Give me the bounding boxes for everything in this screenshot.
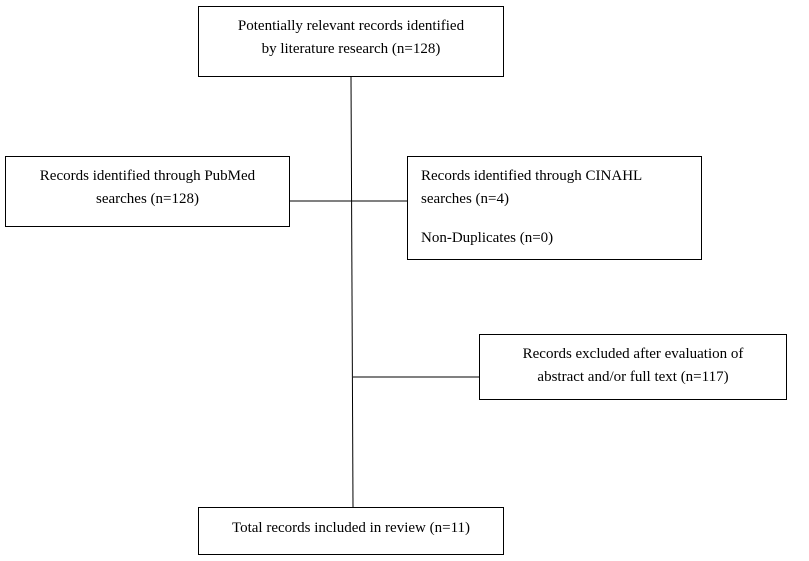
pubmed-records-line-2: searches (n=128) <box>95 191 199 207</box>
total-included-line: Total records included in review (n=11) <box>231 520 471 536</box>
cinahl-records-box: Records identified through CINAHL search… <box>407 156 702 260</box>
identified-records-box: Potentially relevant records identified … <box>198 6 504 77</box>
identified-records-line-1: Potentially relevant records identified <box>237 18 465 34</box>
total-included-box: Total records included in review (n=11) <box>198 507 504 555</box>
non-duplicates-line: Non-Duplicates (n=0) <box>421 230 554 246</box>
main-vertical-connector <box>350 76 354 508</box>
cinahl-records-line-2: searches (n=4) <box>421 191 510 207</box>
excluded-records-line-1: Records excluded after evaluation of <box>522 346 744 362</box>
excluded-records-line-2: abstract and/or full text (n=117) <box>537 369 729 385</box>
pubmed-records-line-1: Records identified through PubMed <box>39 168 256 184</box>
identified-records-line-2: by literature research (n=128) <box>261 41 441 57</box>
excluded-records-box: Records excluded after evaluation of abs… <box>479 334 787 400</box>
cinahl-spacer <box>421 211 701 227</box>
cinahl-records-line-1: Records identified through CINAHL <box>421 168 643 184</box>
pubmed-records-box: Records identified through PubMed search… <box>5 156 290 227</box>
